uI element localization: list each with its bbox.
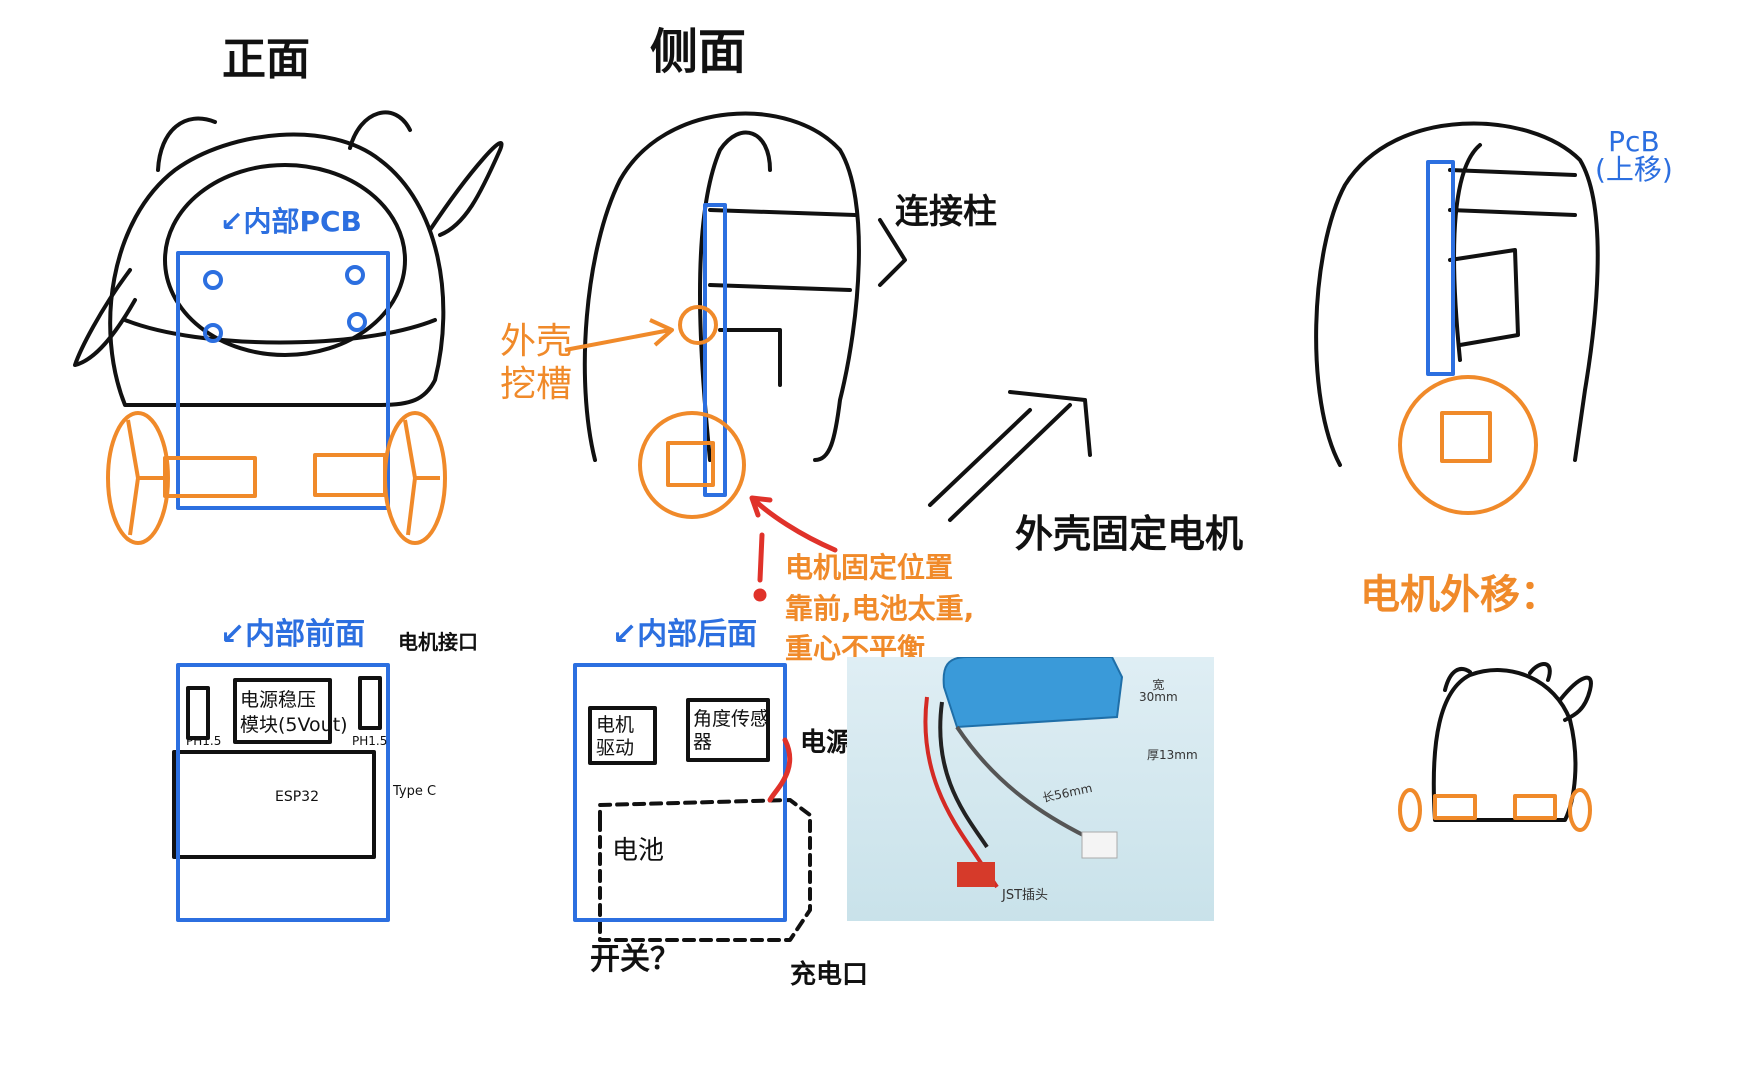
inner-back-pcb — [573, 663, 787, 922]
battery-box — [598, 798, 812, 942]
shell-fix-motor-label: 外壳固定电机 — [1015, 512, 1244, 556]
front-motor-right — [313, 453, 387, 497]
slot-arrow — [564, 318, 674, 352]
small-robot-ear-r — [1528, 662, 1552, 682]
power-module-label: 电源稳压 模块(5Vout) — [240, 689, 348, 736]
small-robot-ear-l — [1443, 667, 1472, 692]
inner-pcb-label: ↙内部PCB — [220, 205, 362, 238]
right-body-outline — [1314, 121, 1600, 467]
typec-label: Type C — [393, 784, 437, 799]
side-motor-square — [666, 441, 715, 487]
wire-lead — [955, 725, 1088, 839]
photo-width: 宽 30mm — [1139, 678, 1178, 704]
battery-photo-svg — [923, 657, 1124, 889]
front-inner-pcb — [176, 251, 390, 510]
motor-port-label: 电机接口 — [398, 630, 478, 654]
pcb-hole-2 — [345, 265, 365, 285]
small-motor-r — [1513, 794, 1557, 820]
ph-right-label: PH1.5 — [352, 734, 388, 748]
right-pcb — [1426, 160, 1455, 376]
esp32-label: ESP32 — [275, 789, 319, 805]
front-wheel-left — [106, 411, 170, 545]
side-body-outline — [582, 111, 861, 462]
motor-fix-arrow — [749, 495, 838, 553]
front-face-lower — [123, 318, 437, 345]
small-wheel-l — [1398, 788, 1422, 832]
side-title: 侧面 — [650, 24, 747, 80]
right-motor-square — [1440, 411, 1492, 463]
side-inner-arc — [698, 130, 772, 462]
shell-fix-arrow2 — [928, 408, 1032, 507]
right-rect — [1448, 248, 1520, 347]
front-spokes-right — [403, 419, 440, 536]
charge-port-label: 充电口 — [790, 960, 869, 990]
side-connect-bracket — [878, 218, 907, 287]
ph-left — [186, 686, 210, 740]
warning-dot — [753, 588, 767, 602]
motor-fix-note: 电机固定位置 靠前,电池太重, 重心不平衡 — [785, 551, 975, 666]
right-wheel — [1398, 375, 1538, 515]
switch-label: 开关？ — [590, 942, 680, 977]
battery-label: 电池 — [612, 836, 665, 866]
motor-driver-box — [588, 706, 657, 765]
front-motor-left — [163, 456, 257, 498]
connect-post-label: 连接柱 — [895, 192, 997, 232]
side-connect-top — [708, 208, 857, 217]
front-title: 正面 — [222, 34, 310, 85]
jst-white — [1081, 831, 1118, 859]
wire-red — [923, 696, 999, 889]
power-port-wire — [767, 737, 793, 803]
ph-left-label: PH1.5 — [186, 734, 222, 748]
jst-red — [957, 862, 995, 887]
inner-front-pcb — [176, 663, 390, 922]
battery-photo: 宽 30mm 厚13mm 长56mm JST插头 — [847, 657, 1214, 921]
side-wheel — [638, 411, 746, 519]
front-face-ellipse — [163, 163, 407, 357]
shell-slot-label: 外壳 挖槽 — [500, 321, 573, 406]
ph-right — [358, 676, 382, 730]
front-wing-right — [428, 141, 504, 237]
angle-sensor-label: 角度传感 器 — [693, 708, 770, 753]
front-spokes-left — [126, 419, 165, 536]
inner-back-label: ↙内部后面 — [612, 617, 758, 652]
small-motor-l — [1433, 794, 1477, 820]
front-ear-right — [348, 110, 412, 150]
angle-sensor-box — [686, 698, 770, 762]
esp32-board — [172, 750, 376, 859]
front-ear-left — [156, 116, 217, 172]
small-robot-wing — [1558, 675, 1593, 722]
side-slot — [678, 305, 718, 345]
right-connect-top — [1448, 168, 1577, 177]
wire-black — [938, 701, 989, 849]
front-wing-left — [73, 268, 137, 367]
pcb-hole-4 — [347, 312, 367, 332]
right-inner-arc — [1452, 143, 1482, 362]
shell-fix-arrow — [948, 390, 1092, 522]
side-rect — [718, 328, 782, 387]
pcb-hole-3 — [203, 323, 223, 343]
pcb-hole-1 — [203, 270, 223, 290]
right-connect-bot — [1448, 208, 1577, 217]
battery-pack — [942, 657, 1124, 729]
warning-exclaim — [757, 532, 765, 583]
small-wheel-r — [1568, 788, 1592, 832]
motor-driver-label: 电机 驱动 — [596, 714, 635, 759]
inner-front-label: ↙内部前面 — [220, 617, 366, 652]
photo-jst: JST插头 — [1002, 888, 1049, 903]
power-module-box — [233, 678, 332, 744]
pcb-moved-label: PcB (上移) — [1595, 125, 1673, 186]
small-robot-body — [1431, 668, 1578, 822]
front-body-outline — [108, 132, 446, 407]
side-pcb — [703, 203, 727, 497]
motor-out-label: 电机外移： — [1360, 572, 1560, 618]
side-connect-bot — [708, 283, 852, 292]
photo-thickness: 厚13mm — [1147, 748, 1198, 762]
